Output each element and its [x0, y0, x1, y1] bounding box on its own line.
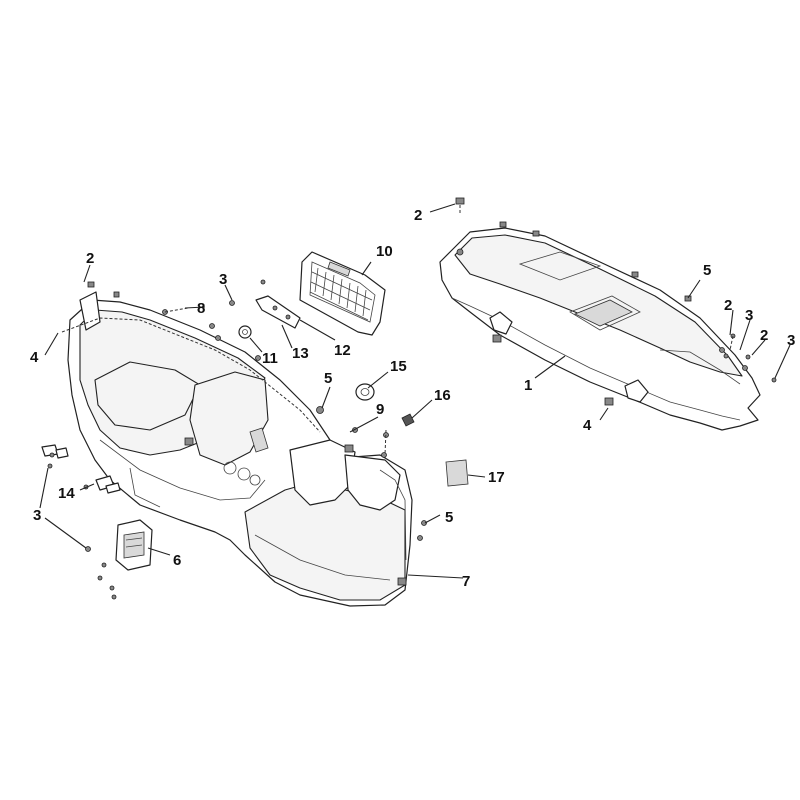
callout-7: 7 — [462, 573, 470, 590]
callout-11: 11 — [262, 350, 278, 367]
callout-5: 5 — [703, 262, 711, 279]
callout-5: 5 — [324, 370, 332, 387]
callout-2: 2 — [760, 327, 768, 344]
callout-15: 15 — [390, 358, 407, 375]
callout-17: 17 — [488, 469, 505, 486]
callout-8: 8 — [197, 300, 205, 317]
callout-2: 2 — [724, 297, 732, 314]
part-17-label — [445, 459, 469, 487]
callout-labels: 1 2 2 2 2 3 3 3 3 4 4 5 5 5 6 7 8 9 10 1… — [30, 207, 795, 590]
callout-3: 3 — [787, 332, 795, 349]
callout-1: 1 — [524, 377, 532, 394]
callout-13: 13 — [292, 345, 309, 362]
callout-16: 16 — [434, 387, 451, 404]
part-1-rear-panel — [439, 221, 761, 431]
part-15-grommet — [355, 383, 375, 401]
part-14-clips — [41, 444, 121, 494]
part-16-clip — [401, 413, 415, 427]
callout-2: 2 — [414, 207, 422, 224]
callout-4: 4 — [583, 417, 592, 434]
callout-3: 3 — [219, 271, 227, 288]
callout-10: 10 — [376, 243, 393, 260]
part-10-vent-grille — [299, 251, 386, 336]
callout-4: 4 — [30, 349, 39, 366]
callout-6: 6 — [173, 552, 181, 569]
part-6-bracket — [115, 519, 153, 571]
callout-2: 2 — [86, 250, 94, 267]
leader-lines — [39, 203, 791, 579]
part-7-front-housing — [61, 291, 413, 607]
part-11-plug — [238, 325, 252, 339]
callout-3: 3 — [745, 307, 753, 324]
callout-14: 14 — [58, 485, 75, 502]
callout-3: 3 — [33, 507, 41, 524]
callout-9: 9 — [376, 401, 384, 418]
callout-12: 12 — [334, 342, 351, 359]
callout-5: 5 — [445, 509, 453, 526]
part-13-strip — [255, 295, 301, 329]
fasteners — [47, 197, 777, 600]
